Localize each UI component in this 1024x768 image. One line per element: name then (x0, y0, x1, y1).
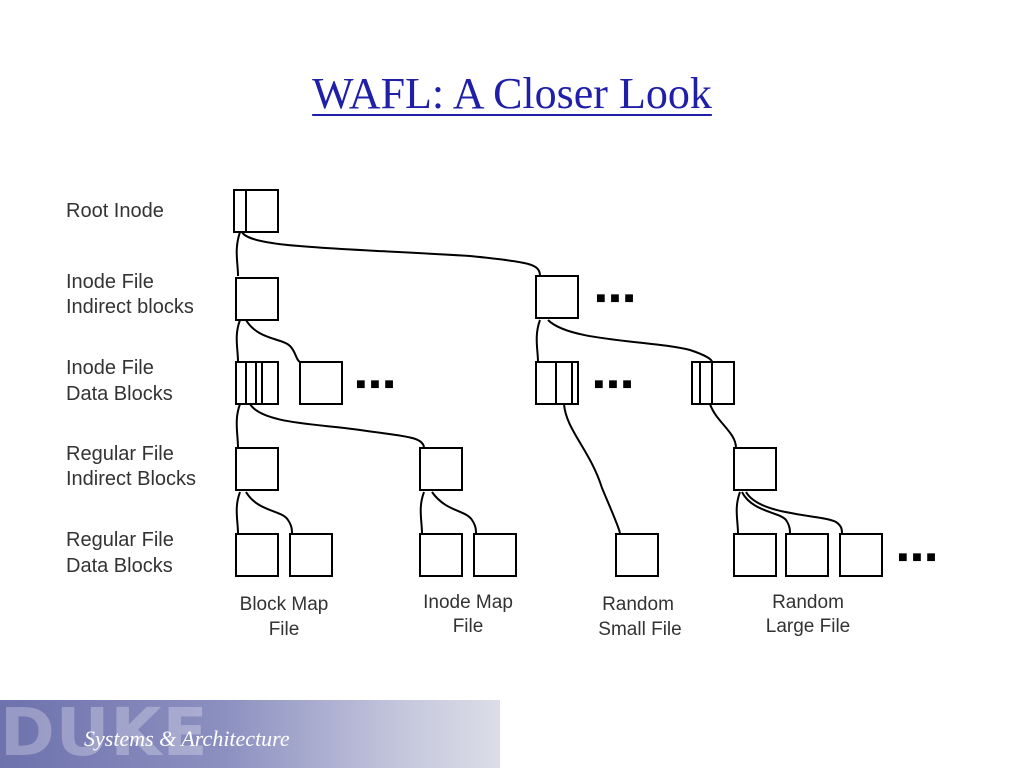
connector (745, 491, 843, 535)
connector (235, 231, 241, 277)
row-label-inode-data-1: Inode File (66, 357, 154, 379)
row-label-regular-indirect-2: Indirect Blocks (66, 468, 196, 490)
row-label-inode-indirect-1: Inode File (66, 271, 154, 293)
footer-caption: Systems & Architecture (84, 726, 290, 751)
file-label-small-file-1: Random (602, 594, 674, 615)
file-label-inode-map-2: File (453, 616, 484, 637)
blocks (233, 189, 883, 577)
regular-data-block (615, 533, 659, 577)
ellipsis-inode-data-left: ■ ■ ■ (356, 376, 394, 393)
connector (235, 491, 241, 535)
file-label-large-file-1: Random (772, 592, 844, 613)
inode-indirect-block (535, 275, 579, 319)
row-label-regular-data-2: Data Blocks (66, 555, 173, 577)
file-label-large-file-2: Large File (766, 616, 851, 637)
connector (431, 491, 477, 535)
connector (547, 319, 713, 363)
file-label-block-map-1: Block Map (240, 594, 329, 615)
connector (235, 319, 241, 363)
regular-data-block (473, 533, 517, 577)
file-label-block-map-2: File (269, 619, 300, 640)
regular-indirect-block (733, 447, 777, 491)
connector (245, 319, 301, 363)
ellipses: ■ ■ ■ ■ ■ ■ ■ ■ ■ ■ ■ ■ (356, 290, 936, 566)
row-label-regular-indirect-1: Regular File (66, 443, 174, 465)
duke-watermark: DUKE (0, 700, 209, 768)
regular-data-block (839, 533, 883, 577)
connector (241, 231, 541, 277)
file-labels: Block Map File Inode Map File Random Sma… (240, 592, 851, 640)
root-inode-block (233, 189, 279, 233)
regular-data-block (419, 533, 463, 577)
ellipsis-inode-data-mid: ■ ■ ■ (594, 376, 632, 393)
connector (563, 403, 621, 534)
inode-data-block (299, 361, 343, 405)
ellipsis-regular-data: ■ ■ ■ (898, 549, 936, 566)
regular-data-block (289, 533, 333, 577)
footer-banner: DUKE Systems & Architecture (0, 700, 500, 768)
regular-indirect-block (235, 447, 279, 491)
row-label-regular-data-1: Regular File (66, 529, 174, 551)
connector (245, 491, 293, 535)
connector (249, 403, 425, 449)
connector (735, 491, 741, 535)
file-label-inode-map-1: Inode Map (423, 592, 513, 613)
regular-indirect-block (419, 447, 463, 491)
slide-title: WAFL: A Closer Look (312, 69, 712, 118)
tree-connectors (235, 231, 843, 535)
regular-data-block (785, 533, 829, 577)
regular-data-block (235, 533, 279, 577)
wafl-tree-diagram: Root Inode Inode File Indirect blocks In… (66, 189, 936, 640)
connector (741, 491, 791, 535)
connector (419, 491, 425, 535)
connector (535, 319, 541, 363)
connector (709, 403, 737, 449)
inode-indirect-block (235, 277, 279, 321)
row-label-inode-data-2: Data Blocks (66, 383, 173, 405)
file-label-small-file-2: Small File (598, 619, 681, 640)
connector (235, 403, 241, 449)
row-label-root-inode: Root Inode (66, 200, 164, 222)
row-label-inode-indirect-2: Indirect blocks (66, 296, 194, 318)
row-labels: Root Inode Inode File Indirect blocks In… (66, 200, 196, 577)
ellipsis-inode-indirect: ■ ■ ■ (596, 290, 634, 307)
regular-data-block (733, 533, 777, 577)
